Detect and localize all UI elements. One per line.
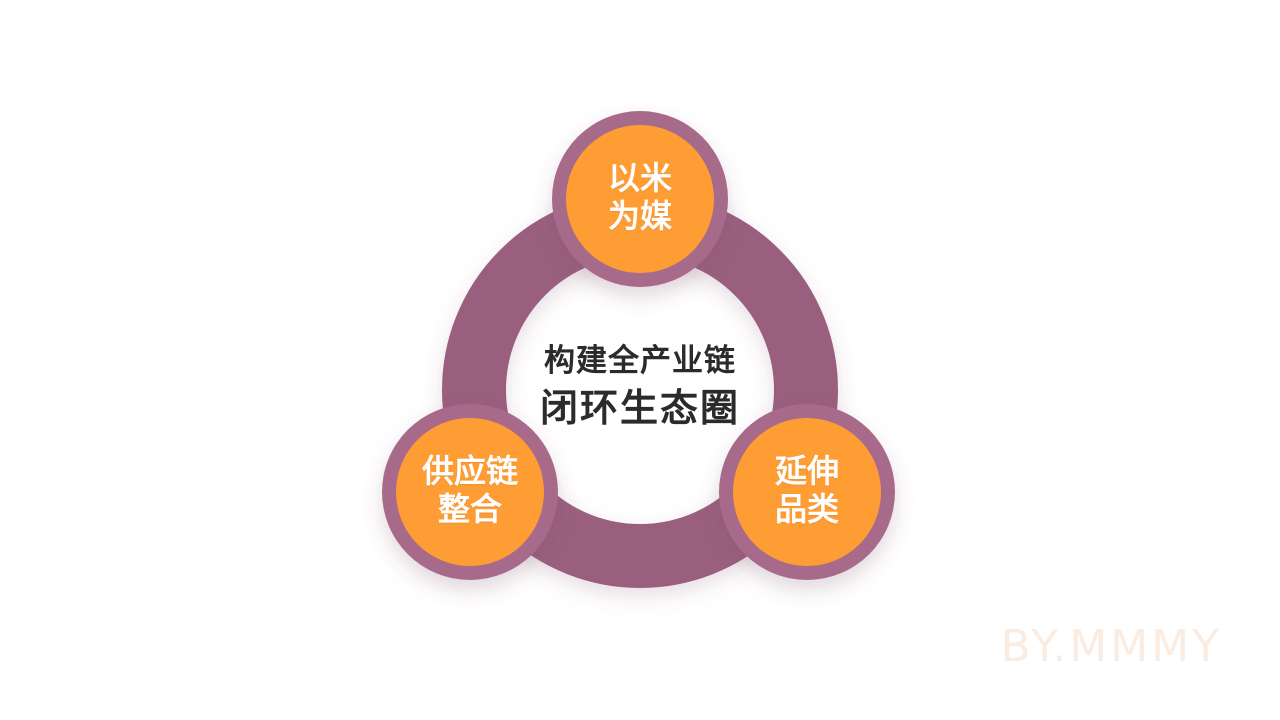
node-right-label: 延伸 品类 [727,452,887,529]
node-left-line1: 供应链 [421,452,518,490]
center-title-line2: 闭环生态圈 [539,386,740,431]
center-title-line1: 构建全产业链 [544,343,736,379]
node-left [382,404,558,580]
node-top [552,111,728,287]
node-left-label: 供应链 整合 [390,452,550,529]
watermark: BY.MMMY [1000,621,1222,672]
node-top-line1: 以米 [607,159,672,197]
node-top-label: 以米 为媒 [560,159,720,236]
node-left-line2: 整合 [437,490,502,529]
node-right-line1: 延伸 [774,452,839,490]
center-title: 构建全产业链 闭环生态圈 [520,343,760,432]
node-right-line2: 品类 [774,490,839,529]
node-top-line2: 为媒 [607,197,672,236]
node-right [719,404,895,580]
